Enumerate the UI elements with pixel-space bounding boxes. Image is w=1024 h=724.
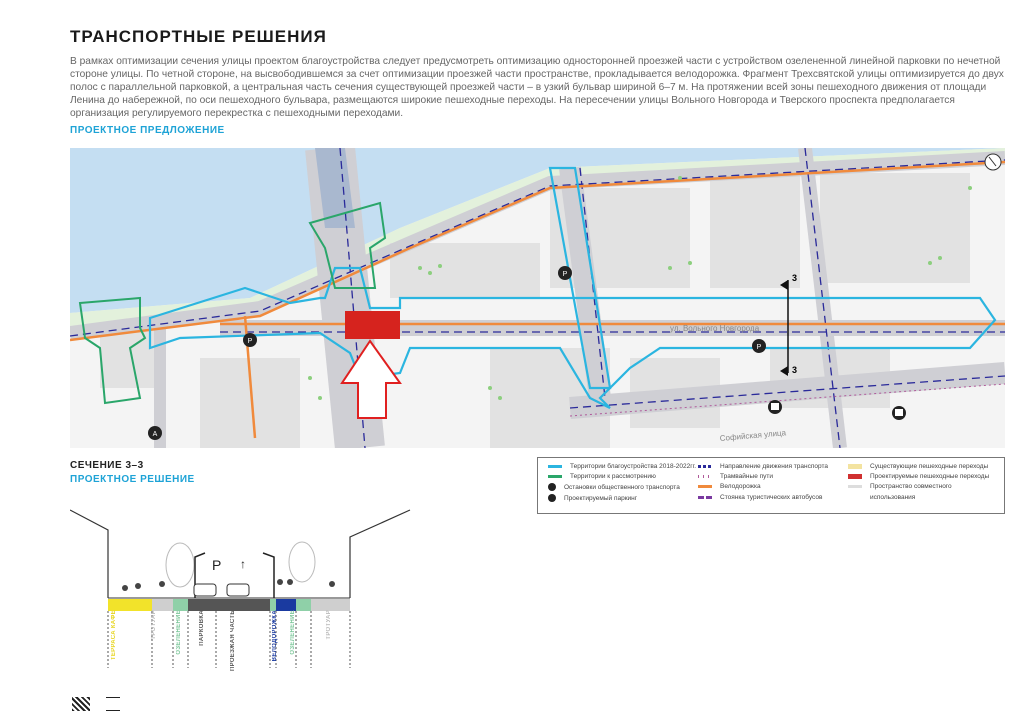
- zone-label: ТЕРРАСА КАФЕ: [111, 610, 117, 661]
- section-mark-top: 3: [792, 273, 797, 283]
- legend-label: Территории к рассмотрению: [570, 473, 656, 480]
- svg-text:P: P: [248, 338, 253, 345]
- legend-label: Направление движения транспорта: [720, 463, 828, 470]
- zone-label: ТРОТУАР: [151, 610, 157, 640]
- review-territories: [78, 201, 387, 405]
- section-mark-bottom: 3: [792, 365, 797, 375]
- legend-label: Трамвайные пути: [720, 473, 773, 480]
- svg-text:P: P: [563, 271, 568, 278]
- partner-logo-icon: [106, 697, 120, 711]
- trees-icon: [165, 541, 316, 588]
- zone-greenery: [173, 599, 188, 611]
- bus-stop-icon: A: [148, 426, 162, 440]
- compass-icon: [984, 153, 1002, 171]
- zone-sidewalk: [152, 599, 173, 611]
- bus-stop-icon: [768, 400, 782, 414]
- section-heading: СЕЧЕНИЕ 3–3: [70, 460, 144, 471]
- river: [70, 148, 1005, 313]
- improvement-territories: [148, 166, 997, 409]
- intersection-highlight: [345, 311, 400, 339]
- brand-logo-icon: [72, 697, 90, 711]
- page-title: ТРАНСПОРТНЫЕ РЕШЕНИЯ: [70, 27, 327, 46]
- zone-label: ПАРКОВКА: [199, 610, 205, 646]
- parking-icon: P: [558, 266, 572, 280]
- legend-label: Велодорожка: [720, 483, 761, 490]
- street-cross-section: P ↑: [70, 509, 411, 668]
- section-subheading: ПРОЕКТНОЕ РЕШЕНИЕ: [70, 474, 195, 485]
- legend-label: Проектируемый паркинг: [564, 494, 638, 502]
- parking-icon: P: [752, 339, 766, 353]
- zone-label: ВЕЛОДОРОЖКА: [272, 610, 278, 662]
- site-map: 3 3 ул. Вольного Новгорода Софийская ули…: [70, 148, 1005, 448]
- legend-label: Проектируемые пешеходные переходы: [870, 473, 990, 480]
- bus-stop-icon: [548, 483, 556, 491]
- zone-label: ОЗЕЛЕНЕНИЕ: [176, 610, 182, 655]
- legend-label: Пространство совместного: [870, 483, 952, 490]
- zone-label: ПРОЕЗЖАЯ ЧАСТЬ: [230, 610, 236, 672]
- intro-paragraph: В рамках оптимизации сечения улицы проек…: [70, 56, 1004, 119]
- zone-bike-lane: [276, 599, 296, 611]
- parking-sign: P: [212, 557, 221, 573]
- legend-label: использования: [870, 494, 916, 501]
- car-icon: [193, 583, 250, 597]
- parking-icon: [548, 494, 556, 502]
- direction-arrow: ↑: [240, 557, 246, 571]
- zone-sidewalk: [311, 599, 350, 611]
- proposal-heading: ПРОЕКТНОЕ ПРЕДЛОЖЕНИЕ: [70, 125, 225, 136]
- location-arrow: [340, 339, 402, 419]
- zone-greenery: [296, 599, 311, 611]
- street-label-volnogo-novgoroda: ул. Вольного Новгорода: [670, 324, 760, 333]
- legend-label: Стоянка туристических автобусов: [720, 494, 823, 501]
- legend-label: Территории благоустройства 2018-2022гг.: [570, 463, 697, 470]
- legend-label: Существующие пешеходные переходы: [870, 463, 989, 470]
- bridge: [315, 148, 355, 228]
- parking-icon: P: [243, 333, 257, 347]
- svg-text:A: A: [153, 431, 158, 438]
- zone-label: ТРОТУАР: [326, 610, 332, 640]
- trees: [308, 176, 972, 400]
- people-icon: [122, 579, 335, 591]
- svg-text:P: P: [757, 344, 762, 351]
- map-legend: Территории благоустройства 2018-2022гг. …: [537, 457, 1005, 514]
- legend-label: Остановки общественного транспорта: [564, 483, 680, 491]
- bus-stop-icon: [892, 406, 906, 420]
- zone-roadway: [188, 599, 270, 611]
- zone-cafe-terrace: [108, 599, 152, 611]
- zone-label: ОЗЕЛЕНЕНИЕ: [290, 610, 296, 655]
